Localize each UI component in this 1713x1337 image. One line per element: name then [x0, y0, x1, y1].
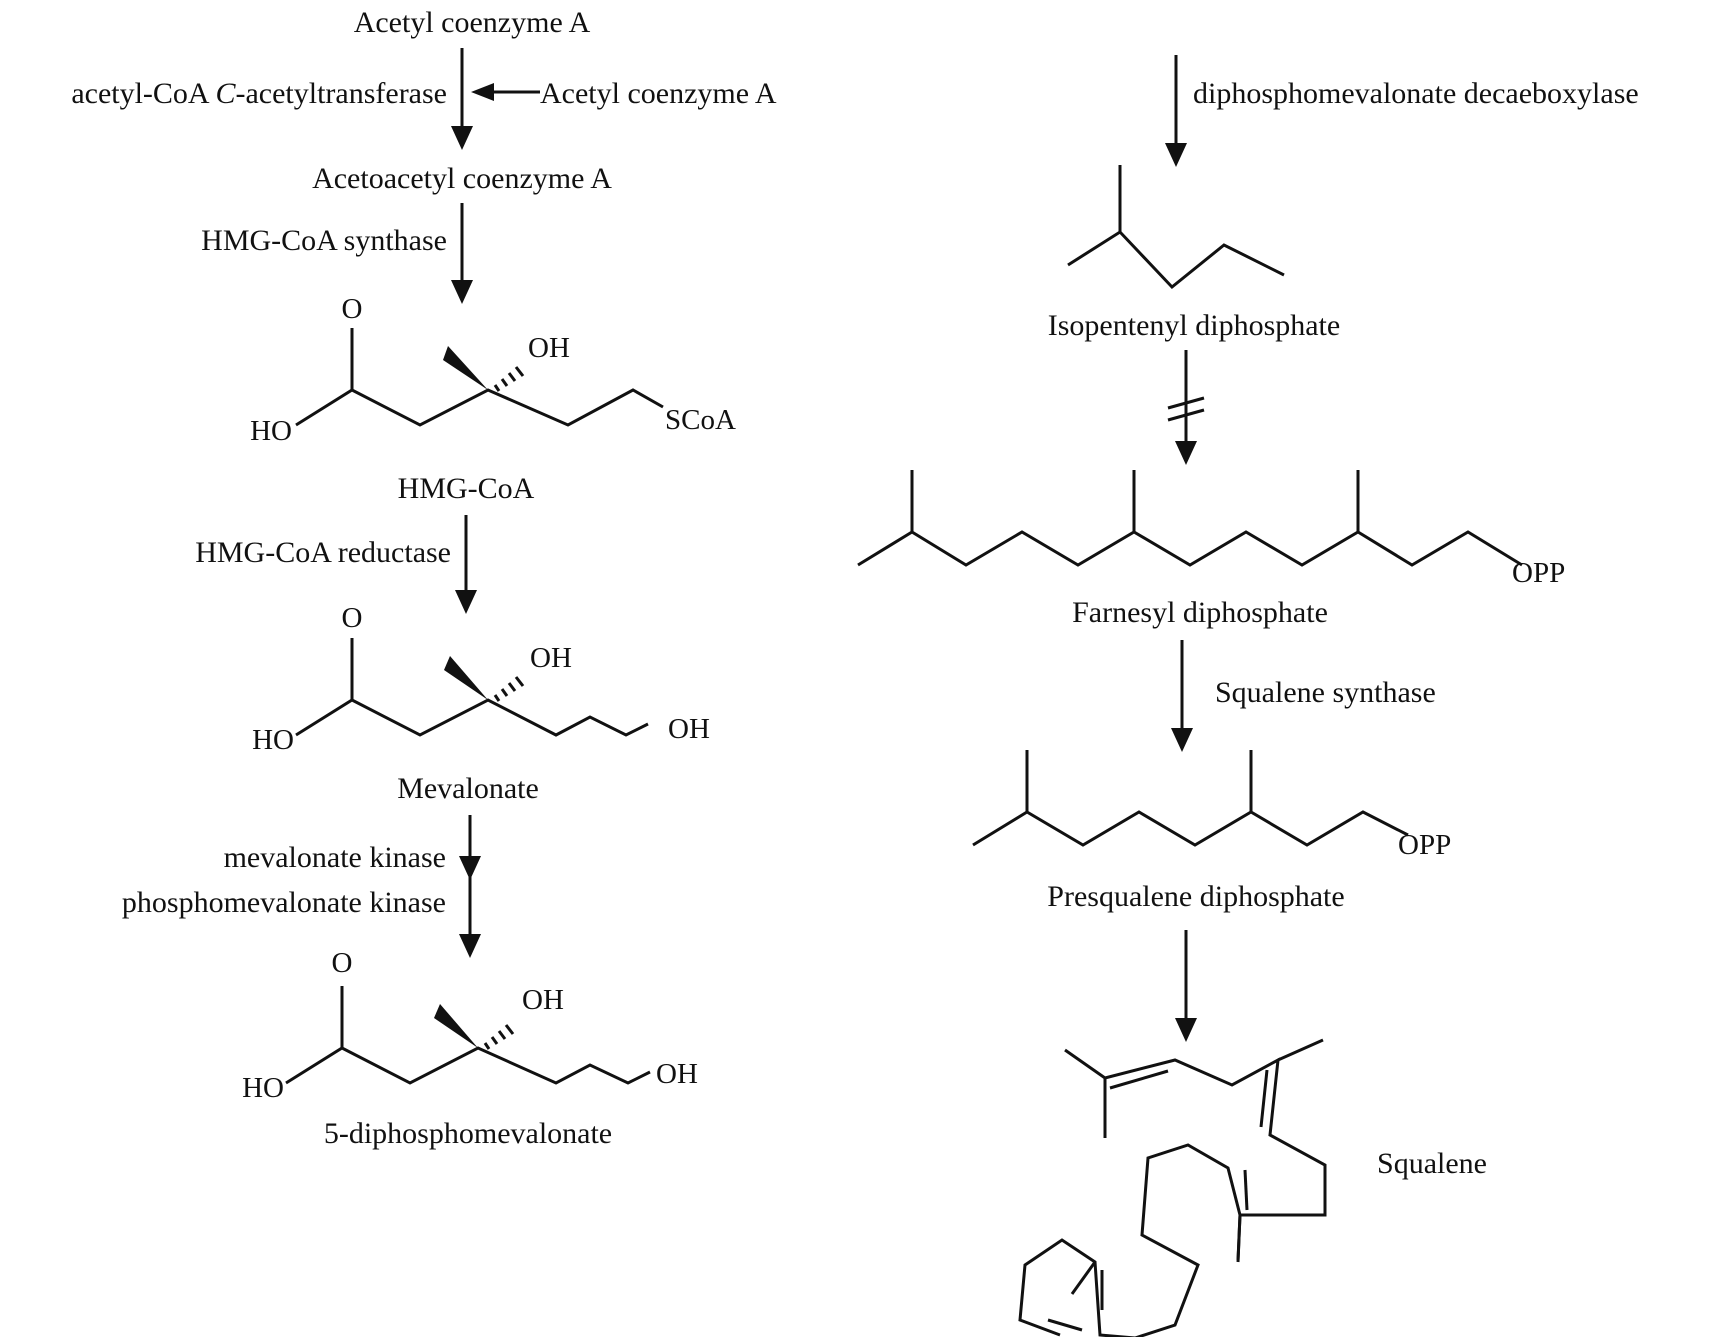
enzyme-decarboxylase-label: diphosphomevalonate decaeboxylase: [1193, 77, 1639, 110]
farnesyl-diphosphate-structure: [857, 470, 1523, 567]
presqualene-opp: OPP: [1398, 829, 1451, 861]
isopentenyl-diphosphate-structure: [1067, 165, 1285, 290]
squalene-label: Squalene: [1377, 1147, 1487, 1180]
hmg-coa-hash-bond: [493, 366, 525, 392]
hmg-coa-hydroxyl: OH: [528, 332, 570, 364]
farnesyl-opp: OPP: [1512, 557, 1565, 589]
diphosphomevalonate-hash-bond: [483, 1024, 515, 1050]
hmg-coa-structure: O OH HO SCoA: [250, 293, 736, 447]
mevalonate-oxygen: O: [342, 602, 363, 634]
hmg-coa-scoa: SCoA: [665, 404, 736, 436]
presqualene-diphosphate-label: Presqualene diphosphate: [1047, 880, 1344, 913]
enzyme-1-suffix: -acetyltransferase: [235, 77, 447, 110]
enzyme-squalene-synthase-label: Squalene synthase: [1215, 676, 1436, 709]
mevalonate-label: Mevalonate: [397, 772, 539, 805]
acetoacetyl-coa-label: Acetoacetyl coenzyme A: [312, 162, 612, 195]
arrow-kinases: [459, 815, 481, 958]
arrow-hmg-coa-reductase: [455, 515, 477, 614]
hmg-coa-oxygen: O: [342, 293, 363, 325]
mevalonate-acid-hydroxyl: HO: [252, 724, 294, 756]
diphosphomevalonate-oxygen: O: [332, 947, 353, 979]
arrow-hmg-coa-synthase: [451, 203, 473, 304]
presqualene-diphosphate-structure: [972, 750, 1409, 847]
enzyme-1-prefix: acetyl-CoA: [71, 77, 215, 110]
arrow-acetyltransferase: [451, 48, 473, 150]
mevalonate-structure: O OH HO OH: [252, 602, 710, 756]
mevalonate-hydroxyl: OH: [530, 642, 572, 674]
acetyl-coa-side-label: Acetyl coenzyme A: [540, 77, 777, 110]
enzyme-hmg-coa-synthase-label: HMG-CoA synthase: [201, 224, 447, 257]
diphosphomevalonate-hydroxyl: OH: [522, 984, 564, 1016]
diphosphomevalonate-structure: O OH HO OH: [242, 947, 698, 1104]
arrow-decarboxylase: [1165, 55, 1187, 167]
farnesyl-diphosphate-label: Farnesyl diphosphate: [1072, 596, 1328, 629]
diphosphomevalonate-terminal-hydroxyl: OH: [656, 1058, 698, 1090]
mevalonate-terminal-hydroxyl: OH: [668, 713, 710, 745]
diphosphomevalonate-acid-hydroxyl: HO: [242, 1072, 284, 1104]
enzyme-mevalonate-kinase-label: mevalonate kinase: [224, 841, 446, 874]
squalene-structure: [1018, 1038, 1327, 1337]
arrow-acetyl-coa-side: [471, 83, 540, 101]
mevalonate-hash-bond: [493, 676, 525, 702]
arrow-squalene-synthase: [1171, 640, 1193, 752]
hmg-coa-acid-hydroxyl: HO: [250, 415, 292, 447]
enzyme-hmg-coa-reductase-label: HMG-CoA reductase: [195, 536, 451, 569]
arrow-multistep: [1167, 350, 1205, 465]
diphosphomevalonate-label: 5-diphosphomevalonate: [324, 1117, 612, 1150]
isopentenyl-diphosphate-label: Isopentenyl diphosphate: [1048, 309, 1340, 342]
hmg-coa-label: HMG-CoA: [398, 472, 535, 505]
enzyme-1-italic: C: [215, 77, 236, 110]
arrow-to-squalene: [1175, 930, 1197, 1042]
enzyme-acetyltransferase-label: acetyl-CoA C-acetyltransferase: [71, 77, 447, 110]
acetyl-coa-top-label: Acetyl coenzyme A: [354, 6, 591, 39]
enzyme-phosphomevalonate-kinase-label: phosphomevalonate kinase: [122, 886, 446, 919]
